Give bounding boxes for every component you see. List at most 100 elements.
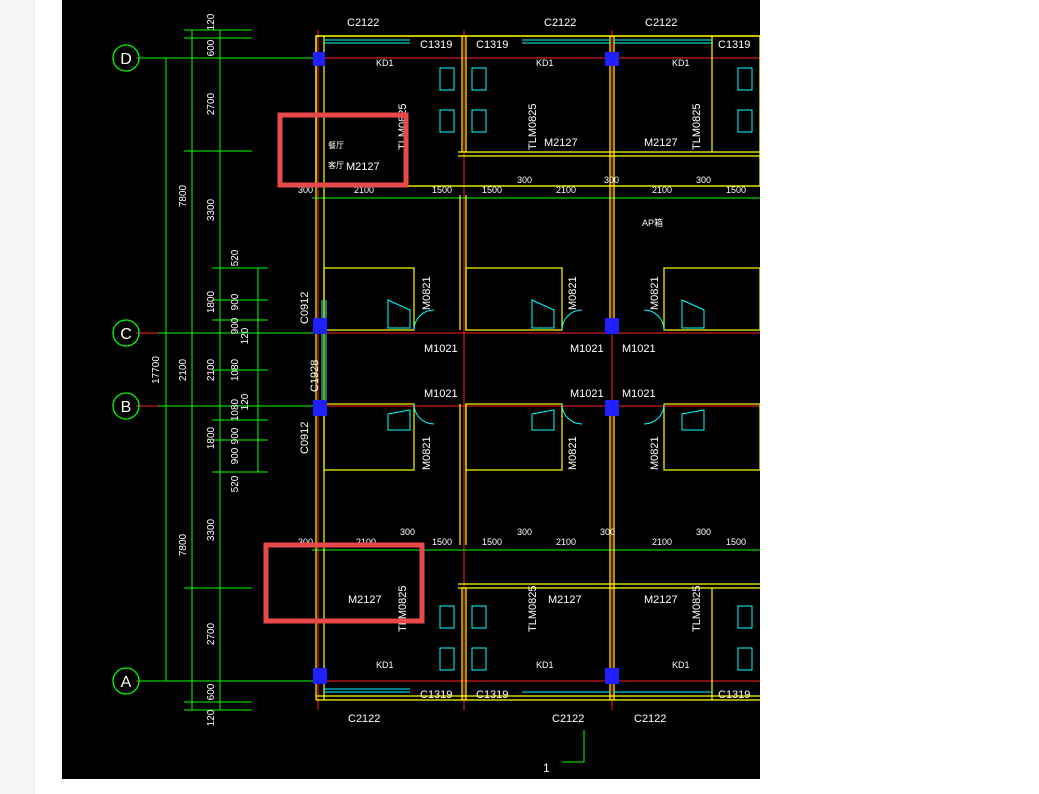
left-sidebar [0, 0, 35, 794]
dimension-lines [138, 29, 760, 711]
window-top-3: C2122 [645, 17, 677, 29]
dim-lower-1: 300 [298, 537, 313, 547]
axis-label-c: C [120, 326, 132, 343]
entry-lower-3: M1021 [622, 388, 656, 400]
window-bottom-3: C2122 [634, 713, 666, 725]
window-bottom-2: C2122 [552, 713, 584, 725]
dim-outer-1: 7800 [178, 184, 189, 207]
sliding-lower-2: TLM0825 [527, 586, 539, 632]
room-tag-ap-box: AP箱 [642, 217, 663, 228]
door-lower-2: M2127 [548, 594, 582, 606]
door-upper-2: M2127 [544, 137, 578, 149]
door-upper-3: M2127 [644, 137, 678, 149]
window-top-1: C2122 [347, 17, 379, 29]
dim-outer-3: 7800 [178, 533, 189, 556]
axis-bubble-a: A [112, 667, 140, 695]
kd-top-3: KD1 [672, 58, 690, 68]
dim-upper-5: 300 [517, 175, 532, 185]
dim-mid-2: 600 [206, 39, 217, 56]
dim-lower-10: 300 [696, 527, 711, 537]
bath-lower-3: M0821 [649, 436, 661, 470]
axis-bubbles: D C B A [112, 44, 140, 695]
kd-top-1: KD1 [376, 58, 394, 68]
sliding-lower-1: TLM0825 [397, 586, 409, 632]
dim-outer-2: 2100 [178, 358, 189, 381]
bath-upper-2: M0821 [567, 276, 579, 310]
dim-inner-3: 900 [230, 317, 241, 334]
window-top-2: C2122 [544, 17, 576, 29]
kd-bottom-1: KD1 [376, 660, 394, 670]
columns [313, 52, 619, 684]
dim-lower-4: 1500 [432, 537, 452, 547]
dim-mid-7: 1800 [206, 426, 217, 449]
dim-lower-3: 300 [400, 527, 415, 537]
bath-upper-1: M0821 [421, 276, 433, 310]
dim-upper-9: 300 [696, 175, 711, 185]
kd-top-2: KD1 [536, 58, 554, 68]
window-bottom-small-1: C1319 [420, 689, 452, 701]
window-top-small-2: C1319 [476, 39, 508, 51]
dim-lower-11: 1500 [726, 537, 746, 547]
cad-drawing-viewport[interactable]: D C B A [62, 0, 760, 779]
corridor-window-1: C0912 [299, 292, 311, 324]
room-tag-living-upper: 客厅 [328, 160, 344, 170]
dim-upper-2: 2100 [354, 185, 374, 195]
bath-upper-3: M0821 [649, 276, 661, 310]
dim-mid-11: 120 [206, 709, 217, 726]
dim-mid-8: 3300 [206, 518, 217, 541]
sliding-lower-3: TLM0825 [691, 586, 703, 632]
axis-label-d: D [120, 51, 132, 68]
walls [315, 35, 760, 701]
dim-mid-9: 2700 [206, 622, 217, 645]
axis-bubble-b: B [112, 392, 140, 420]
corridor-window-2: C1928 [309, 360, 321, 392]
door-upper-1: M2127 [346, 161, 380, 173]
plan-labels: C2122 C2122 C2122 C1319 C1319 C1319 KD1 … [299, 17, 750, 775]
entry-upper-2: M1021 [570, 343, 604, 355]
dim-lower-8: 300 [600, 527, 615, 537]
floor-plan: D C B A [112, 13, 760, 775]
dim-upper-6: 2100 [556, 185, 576, 195]
dimension-text-horizontal: 300 2100 1500 1500 300 2100 300 2100 300… [298, 175, 746, 547]
window-top-small-1: C1319 [420, 39, 452, 51]
dim-inner-8: 900 [230, 427, 241, 444]
window-bottom-small-3: C1319 [718, 689, 750, 701]
dim-upper-10: 1500 [726, 185, 746, 195]
dim-mid-4: 3300 [206, 198, 217, 221]
dim-inner-10: 520 [230, 475, 241, 492]
axis-label-b: B [121, 399, 132, 416]
dim-lower-6: 300 [517, 527, 532, 537]
dim-outer-total: 17700 [151, 356, 162, 384]
dim-lower-9: 2100 [652, 537, 672, 547]
axis-1-marker [562, 730, 585, 763]
room-tag-dining-upper: 餐厅 [328, 141, 344, 150]
dim-mid-10: 600 [206, 683, 217, 700]
dim-mid-3: 2700 [206, 92, 217, 115]
kd-bottom-2: KD1 [536, 660, 554, 670]
axis-bottom-label: 1 [543, 761, 550, 775]
dim-upper-8: 2100 [652, 185, 672, 195]
dim-lower-7: 2100 [556, 537, 576, 547]
dim-inner-1: 520 [230, 249, 241, 266]
entry-upper-1: M1021 [424, 343, 458, 355]
sliding-upper-3: TLM0825 [691, 104, 703, 150]
dim-mid-1: 120 [206, 13, 217, 30]
window-top-small-3: C1319 [718, 39, 750, 51]
corridor-window-3: C0912 [299, 422, 311, 454]
sliding-upper-2: TLM0825 [527, 104, 539, 150]
dim-inner-2: 900 [230, 293, 241, 310]
dim-upper-4: 1500 [482, 185, 502, 195]
axis-label-a: A [121, 674, 132, 691]
door-lower-3: M2127 [644, 594, 678, 606]
dim-upper-7: 300 [604, 175, 619, 185]
axis-bubble-d: D [112, 44, 140, 72]
dimension-text-vertical: 17700 7800 2100 7800 120 600 2700 3300 1… [151, 13, 251, 726]
dim-upper-3: 1500 [432, 185, 452, 195]
bath-lower-1: M0821 [421, 436, 433, 470]
axis-bubble-c: C [112, 319, 140, 347]
highlight-box-upper [277, 112, 409, 188]
dim-lower-2: 2100 [356, 537, 376, 547]
entry-lower-1: M1021 [424, 388, 458, 400]
entry-lower-2: M1021 [570, 388, 604, 400]
bath-lower-2: M0821 [567, 436, 579, 470]
